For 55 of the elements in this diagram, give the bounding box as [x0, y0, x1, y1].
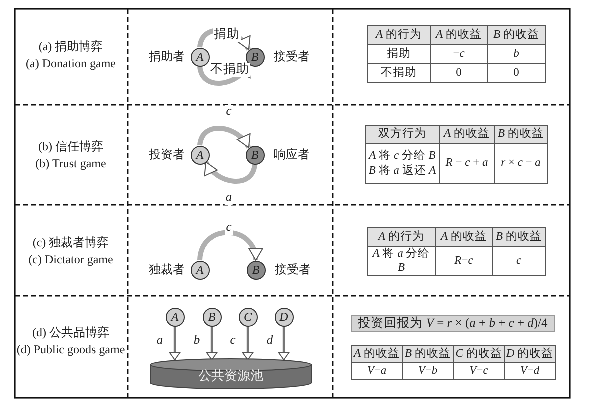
game-title: (c) Dictator game [28, 252, 114, 268]
role-label: 独裁者 [149, 262, 185, 278]
header-cell: B 的收益 [487, 25, 546, 45]
header-cell: D 的收益 [504, 345, 556, 363]
game-title: (b) 信任博弈 [38, 138, 104, 156]
player-circle: A [190, 146, 210, 164]
arrow [242, 326, 254, 360]
table-cell: c [492, 246, 546, 276]
role-label: 响应者 [274, 146, 310, 164]
arrow [204, 161, 258, 184]
player-circle: A [166, 308, 184, 326]
role-label: 接受者 [274, 48, 310, 66]
arrow [206, 326, 218, 360]
table-cell: 0 [487, 63, 546, 83]
player-circle: B [246, 48, 264, 66]
header-cell: A 的收益 [430, 25, 488, 45]
edge-label: 捐助 [213, 28, 241, 42]
header-cell: A 的行为 [367, 227, 436, 247]
arrow [278, 326, 290, 360]
player-circle: C [238, 308, 258, 326]
arrow [198, 126, 252, 149]
header-cell: A 的收益 [351, 345, 403, 363]
game-title: (b) Trust game [36, 156, 106, 172]
game-title: (a) 捐助博弈 [38, 38, 104, 56]
player-circle: A [190, 260, 210, 280]
header-cell: B 的收益 [402, 345, 454, 363]
header-cell: 双方行为 [365, 125, 440, 144]
game-title: (d) 公共品博弈 [32, 324, 110, 342]
table-cell: A 将 a 分给 B [367, 246, 436, 276]
table-cell: A 将 c 分给 B B 将 a 返还 A [365, 143, 440, 184]
table-cell: r × c − a [494, 143, 548, 184]
role-label: 投资者 [149, 146, 185, 164]
table-cell: 不捐助 [367, 63, 431, 83]
game-title: (d) Public goods game [16, 342, 126, 358]
header-cell: A 的行为 [367, 25, 431, 45]
role-label: 捐助者 [149, 48, 185, 66]
header-cell: B 的收益 [492, 227, 546, 247]
header-cell: C 的收益 [453, 345, 505, 363]
header-cell: A 的收益 [439, 125, 495, 144]
formula-banner: 投资回报为 V = r × (a + b + c + d)/4 [351, 315, 555, 332]
role-label: 接受者 [275, 262, 311, 278]
table-cell: V−a [351, 362, 403, 380]
game-title: (c) 独裁者博弈 [32, 234, 110, 252]
table-cell: V−d [504, 362, 556, 380]
player-circle: B [246, 146, 264, 164]
player-circle: D [274, 308, 294, 326]
player-circle: B [246, 260, 266, 280]
header-cell: B 的收益 [494, 125, 548, 144]
arrow [198, 230, 262, 261]
header-cell: A 的收益 [435, 227, 493, 247]
edge-label: 不捐助 [210, 63, 250, 77]
player-circle: A [190, 48, 210, 66]
game-title: (a) Donation game [26, 56, 116, 72]
player-circle: B [202, 308, 222, 326]
arrow [170, 326, 180, 360]
